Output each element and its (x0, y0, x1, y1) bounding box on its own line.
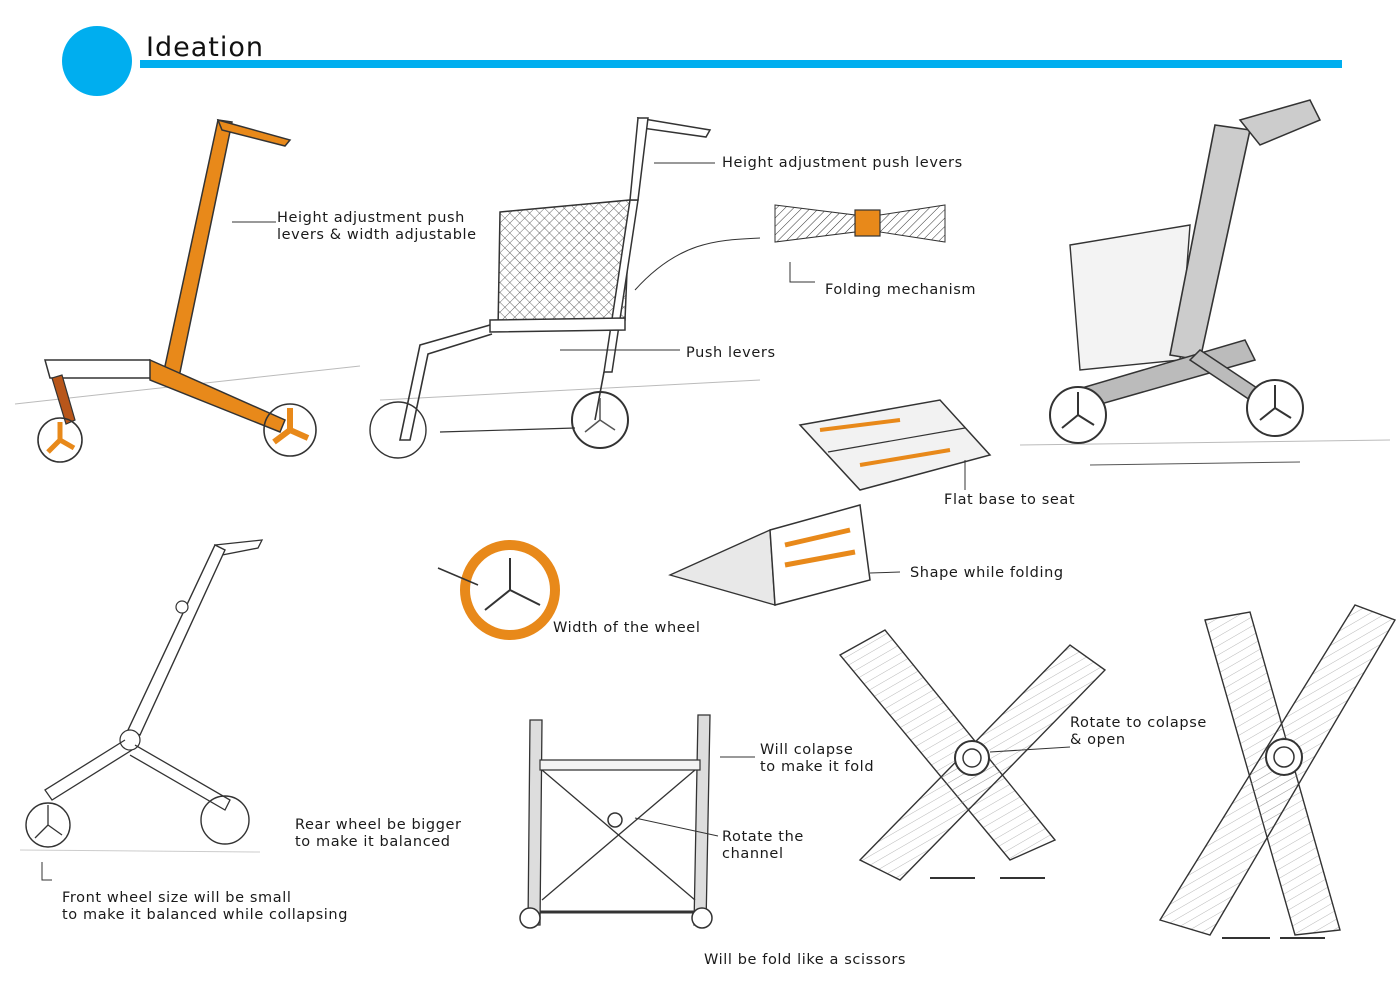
annotation-height-width-adjust: Height adjustment push levers & width ad… (277, 210, 477, 244)
sketch-scissor-frame (520, 715, 755, 928)
annotation-wheel-width: Width of the wheel (553, 620, 700, 637)
sketch-x-collapse-small (840, 630, 1105, 880)
annotation-rotate-channel: Rotate the channel (722, 829, 804, 863)
annotation-rotate-collapse: Rotate to colapse & open (1070, 715, 1207, 749)
annotation-folding-mechanism: Folding mechanism (825, 282, 976, 299)
sketch-cart-mesh (370, 118, 760, 458)
wheel-width-sketch (438, 545, 555, 635)
sketch-x-collapse-large (1160, 605, 1395, 938)
annotation-scissors-fold: Will be fold like a scissors (704, 952, 906, 969)
shape-folding-sketch (670, 505, 900, 605)
sketch-folded-frame (20, 540, 262, 880)
sketch-cart-perspective (1020, 100, 1390, 465)
annotation-rear-wheel: Rear wheel be bigger to make it balanced (295, 817, 462, 851)
annotation-front-wheel: Front wheel size will be small to make i… (62, 890, 348, 924)
annotation-push-levers: Push levers (686, 345, 776, 362)
annotation-will-collapse: Will colapse to make it fold (760, 742, 874, 776)
folding-mechanism-sketch (635, 205, 945, 290)
sketch-trolley-side-orange (15, 120, 360, 462)
flat-base-sketch (800, 400, 990, 490)
annotation-shape-folding: Shape while folding (910, 565, 1064, 582)
annotation-height-push-levers: Height adjustment push levers (722, 155, 963, 172)
annotation-flat-base: Flat base to seat (944, 492, 1075, 509)
